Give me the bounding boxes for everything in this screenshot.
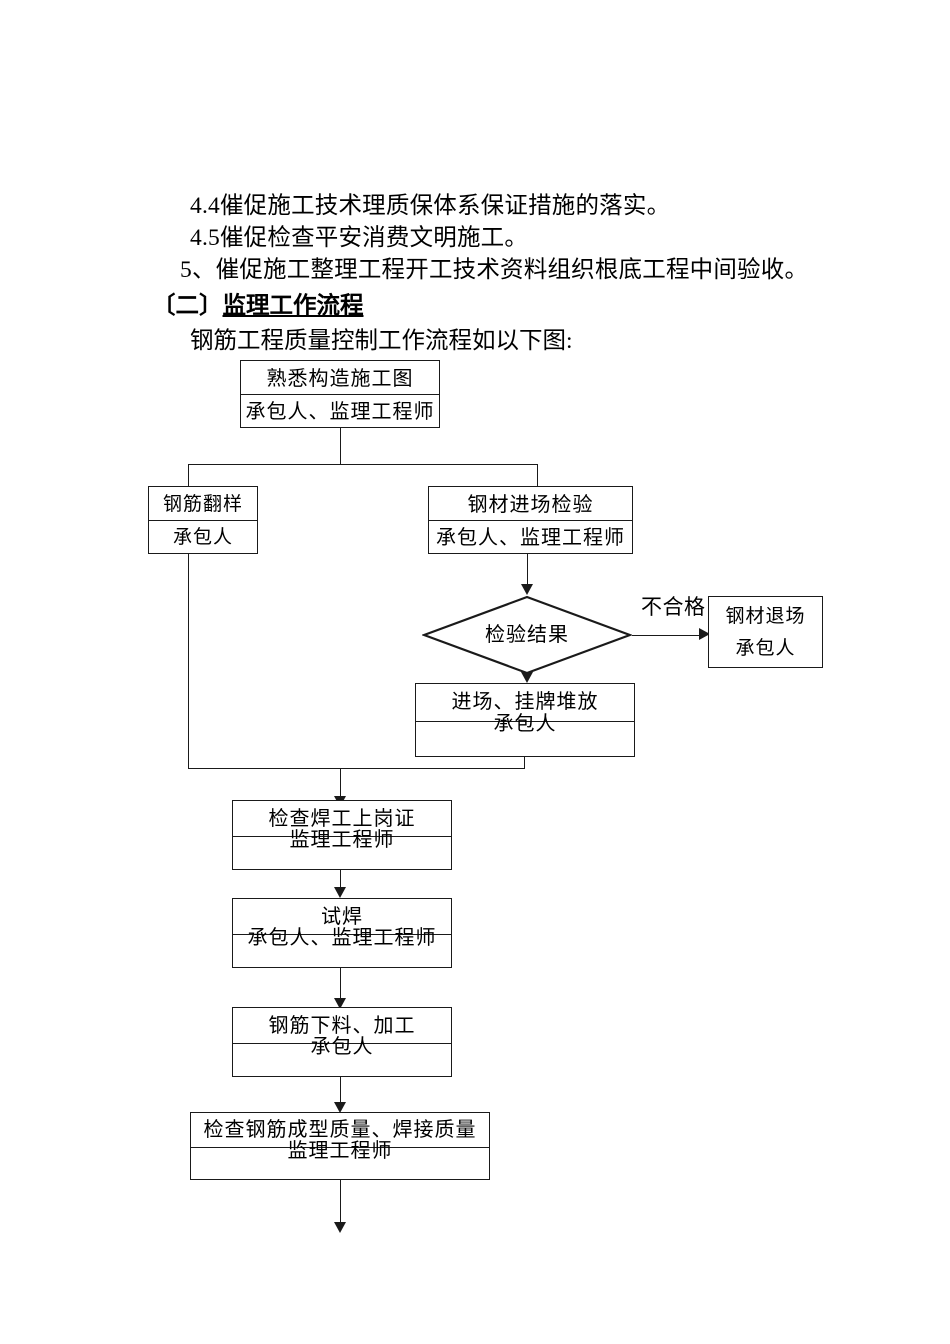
node-familiarize-actor: 承包人、监理工程师 [245,399,435,423]
section-heading: 〔二〕监理工作流程 [152,288,912,324]
intro-line: 钢筋工程质量控制工作流程如以下图: [190,328,573,354]
arrow-cut-to-check [334,1102,346,1113]
node-divider [149,520,257,521]
node-check-forming-title: 检查钢筋成型质量、焊接质量 [203,1117,477,1141]
node-decision: 检验结果 [422,595,632,675]
node-welder-cert-actor: 监理工程师 [289,827,395,851]
connector-fail-branch [632,635,706,636]
connector-inspection-to-decision [527,554,528,584]
node-steel-inspection-title: 钢材进场检验 [467,492,594,516]
node-divider [241,394,439,395]
node-cut-process-actor: 承包人 [310,1034,374,1058]
node-divider [233,934,451,935]
connector-to-rebar-shop [188,464,189,486]
node-welder-cert: 检查焊工上岗证 监理工程师 [232,800,452,870]
edge-label-fail: 不合格 [641,595,706,619]
connector-trial-to-cut [340,968,341,998]
heading-title: 监理工作流程 [222,293,364,319]
node-trial-weld: 试焊 承包人、监理工程师 [232,898,452,968]
node-decision-label: 检验结果 [485,622,569,646]
node-steel-return: 钢材退场 承包人 [708,596,823,668]
node-trial-weld-title: 试焊 [321,904,363,928]
node-storage-title: 进场、挂牌堆放 [451,689,599,713]
node-check-forming: 检查钢筋成型质量、焊接质量 监理工程师 [190,1112,490,1180]
connector-rebar-shop-down [188,554,189,768]
document-text-block: 4.4催促施工技术理质保体系保证措施的落实。 4.5催促检查平安消费文明施工。 … [152,190,912,358]
node-familiarize-title: 熟悉构造施工图 [266,366,414,390]
connector-split-bus [188,464,538,465]
node-rebar-shop-actor: 承包人 [172,526,233,548]
node-rebar-shop-title: 钢筋翻样 [162,493,243,515]
node-divider [416,721,634,722]
node-rebar-shop-drawing: 钢筋翻样 承包人 [148,486,258,554]
arrow-welder-to-trial [334,887,346,898]
node-steel-return-actor: 承包人 [735,637,796,659]
paragraph-4-5: 4.5催促检查平安消费文明施工。 [190,225,529,251]
node-cut-process-title: 钢筋下料、加工 [268,1013,416,1037]
node-storage-actor: 承包人 [493,711,557,735]
paragraph-4-4: 4.4催促施工技术理质保体系保证措施的落实。 [190,193,671,219]
connector-storage-down [524,757,525,768]
arrow-pass-branch [521,672,533,683]
arrow-fail-branch [699,628,710,640]
arrow-trial-to-cut [334,998,346,1009]
connector-check-forming-out [340,1180,341,1222]
connector-familiarize-down [340,428,341,464]
node-steel-inspection: 钢材进场检验 承包人、监理工程师 [428,486,633,554]
node-steel-inspection-actor: 承包人、监理工程师 [436,525,625,549]
node-trial-weld-actor: 承包人、监理工程师 [247,925,437,949]
node-cut-process: 钢筋下料、加工 承包人 [232,1007,452,1077]
node-divider [191,1147,489,1148]
node-divider [233,1043,451,1044]
connector-cut-to-check [340,1077,341,1102]
heading-prefix: 〔二〕 [152,293,223,319]
paragraph-5: 5、催促施工整理工程开工技术资料组织根底工程中间验收。 [180,257,809,283]
connector-merge-bus [188,768,525,769]
node-divider [233,836,451,837]
node-storage: 进场、挂牌堆放 承包人 [415,683,635,757]
connector-welder-to-trial [340,870,341,887]
node-familiarize: 熟悉构造施工图 承包人、监理工程师 [240,360,440,428]
connector-merge-to-welder [340,768,341,796]
connector-to-steel-inspection [537,464,538,486]
arrow-check-forming-out [334,1222,346,1233]
node-welder-cert-title: 检查焊工上岗证 [268,806,416,830]
arrow-inspection-to-decision [521,584,533,595]
node-check-forming-actor: 监理工程师 [287,1138,393,1162]
node-divider [429,520,632,521]
node-steel-return-title: 钢材退场 [725,605,806,627]
